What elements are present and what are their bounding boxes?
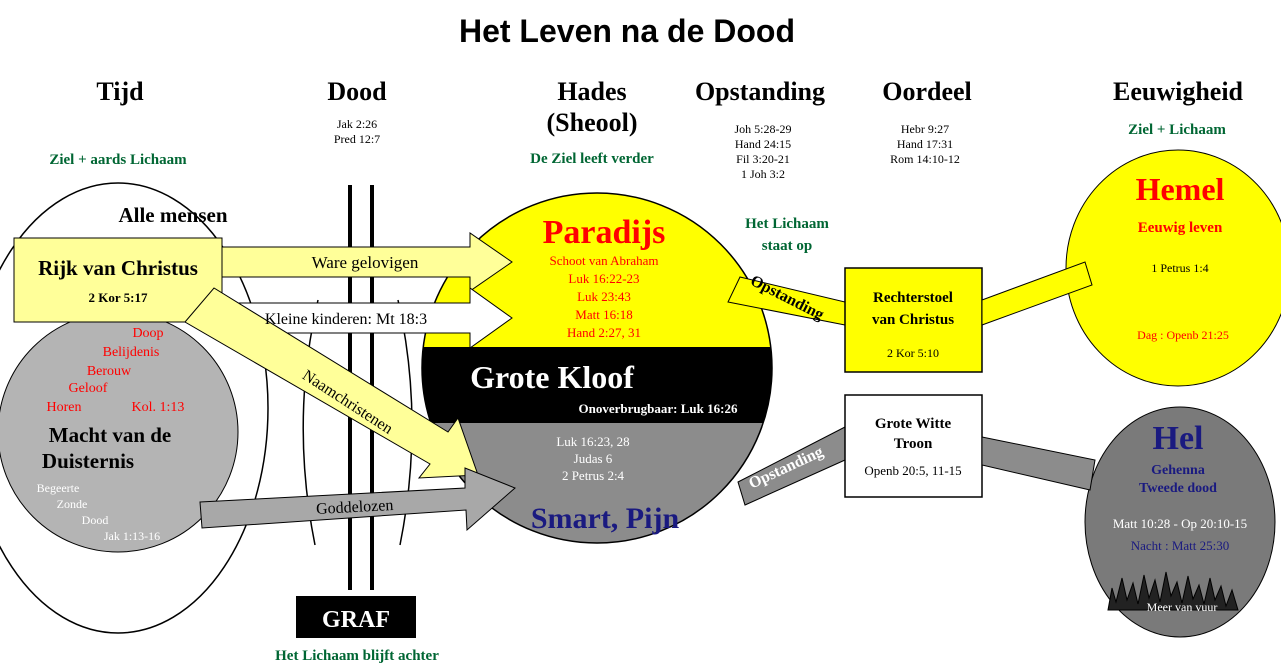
paradijs-line-2: Luk 16:22-23 <box>568 271 639 286</box>
smart-ref-1: Luk 16:23, 28 <box>556 434 629 449</box>
arrow-kleine-label: Kleine kinderen: Mt 18:3 <box>265 311 427 328</box>
ref-oordeel-3: Rom 14:10-12 <box>890 152 960 166</box>
paradijs-line-1: Schoot van Abraham <box>549 253 658 268</box>
hel-circle <box>1084 406 1276 638</box>
sin-dood: Dood <box>82 513 109 527</box>
header-sheool: (Sheool) <box>547 108 638 137</box>
paradijs-title: Paradijs <box>543 214 666 251</box>
hel-ref: Matt 10:28 - Op 20:10-15 <box>1113 516 1247 531</box>
alle-mensen-label: Alle mensen <box>118 203 227 227</box>
ref-oordeel-2: Hand 17:31 <box>897 137 953 151</box>
subtitle-ziel-aards: Ziel + aards Lichaam <box>49 152 187 168</box>
flames-icon <box>1107 571 1239 611</box>
rijk-ref: 2 Kor 5:17 <box>89 290 148 305</box>
hel-sub-2: Tweede dood <box>1139 481 1217 496</box>
subtitle-lichaam-op-2: staat op <box>762 238 812 254</box>
hel-nacht: Nacht : Matt 25:30 <box>1131 538 1230 553</box>
header-oordeel: Oordeel <box>882 77 972 106</box>
rechterstoel-line-1: Rechterstoel <box>873 290 953 306</box>
macht-label-2: Duisternis <box>42 449 134 473</box>
subtitle-ziel-lichaam: Ziel + Lichaam <box>1128 122 1226 138</box>
hemel-circle <box>1065 149 1281 387</box>
macht-label-1: Macht van de <box>49 423 172 447</box>
troon-ref: Openb 20:5, 11-15 <box>864 463 961 478</box>
conversion-geloof: Geloof <box>69 381 108 396</box>
hemel-ref: 1 Petrus 1:4 <box>1151 261 1208 275</box>
header-tijd: Tijd <box>96 77 144 106</box>
connector-hemel <box>981 261 1093 326</box>
paradijs-line-3: Luk 23:43 <box>577 289 631 304</box>
hel-sub-1: Gehenna <box>1151 463 1205 478</box>
ref-opst-3: Fil 3:20-21 <box>736 152 790 166</box>
conversion-belijdenis: Belijdenis <box>103 345 160 360</box>
sin-zonde: Zonde <box>57 497 88 511</box>
rijk-label: Rijk van Christus <box>38 256 198 280</box>
graf-label: GRAF <box>322 607 390 633</box>
hemel-title: Hemel <box>1136 171 1225 207</box>
header-opstanding: Opstanding <box>695 77 825 106</box>
conversion-berouw: Berouw <box>87 364 132 379</box>
troon-box <box>844 394 983 498</box>
kloof-title: Grote Kloof <box>470 359 634 395</box>
conversion-horen: Horen <box>47 400 82 415</box>
hemel-dag: Dag : Openb 21:25 <box>1137 328 1229 342</box>
subtitle-ziel-leeft: De Ziel leeft verder <box>530 151 654 167</box>
hemel-sub: Eeuwig leven <box>1138 220 1223 236</box>
ref-opst-2: Hand 24:15 <box>735 137 791 151</box>
graf-box <box>296 596 416 638</box>
troon-line-1: Grote Witte <box>875 416 952 432</box>
header-dood: Dood <box>327 77 387 106</box>
ref-opst-1: Joh 5:28-29 <box>735 122 792 136</box>
kloof-sub: Onoverbrugbaar: Luk 16:26 <box>579 401 738 416</box>
rijk-box <box>13 237 223 323</box>
smart-ref-2: Judas 6 <box>574 451 613 466</box>
paradijs-line-5: Hand 2:27, 31 <box>567 325 641 340</box>
ref-dood-1: Jak 2:26 <box>337 117 377 131</box>
arrow-ware-gelovigen <box>221 232 513 292</box>
arrow-naamchristenen <box>184 287 479 479</box>
arrow-godde-label: Goddelozen <box>316 497 394 518</box>
sin-jak: Jak 1:13-16 <box>104 529 160 543</box>
rechterstoel-line-2: van Christus <box>872 312 954 328</box>
conversion-doop: Doop <box>132 326 163 341</box>
arrow-goddelozen <box>199 467 516 532</box>
ref-opst-4: 1 Joh 3:2 <box>741 167 785 181</box>
troon-line-2: Troon <box>894 436 933 452</box>
sin-begeerte: Begeerte <box>37 481 80 495</box>
connector-hel <box>981 436 1096 491</box>
header-eeuwigheid: Eeuwigheid <box>1113 77 1244 106</box>
smart-ref-3: 2 Petrus 2:4 <box>562 468 625 483</box>
smart-title: Smart, Pijn <box>531 502 680 535</box>
diagram-title: Het Leven na de Dood <box>459 13 795 49</box>
paradijs-line-4: Matt 16:18 <box>575 307 632 322</box>
ref-dood-2: Pred 12:7 <box>334 132 380 146</box>
ref-oordeel-1: Hebr 9:27 <box>901 122 949 136</box>
subtitle-lichaam-op-1: Het Lichaam <box>745 216 829 232</box>
kol-ref: Kol. 1:13 <box>132 400 185 415</box>
hel-vuur: Meer van vuur <box>1147 600 1218 614</box>
hel-title: Hel <box>1153 420 1204 457</box>
arrow-ware-label: Ware gelovigen <box>312 253 419 272</box>
subtitle-lichaam-achter: Het Lichaam blijft achter <box>275 648 439 664</box>
header-hades: Hades <box>557 77 626 106</box>
rechterstoel-ref: 2 Kor 5:10 <box>887 346 939 360</box>
